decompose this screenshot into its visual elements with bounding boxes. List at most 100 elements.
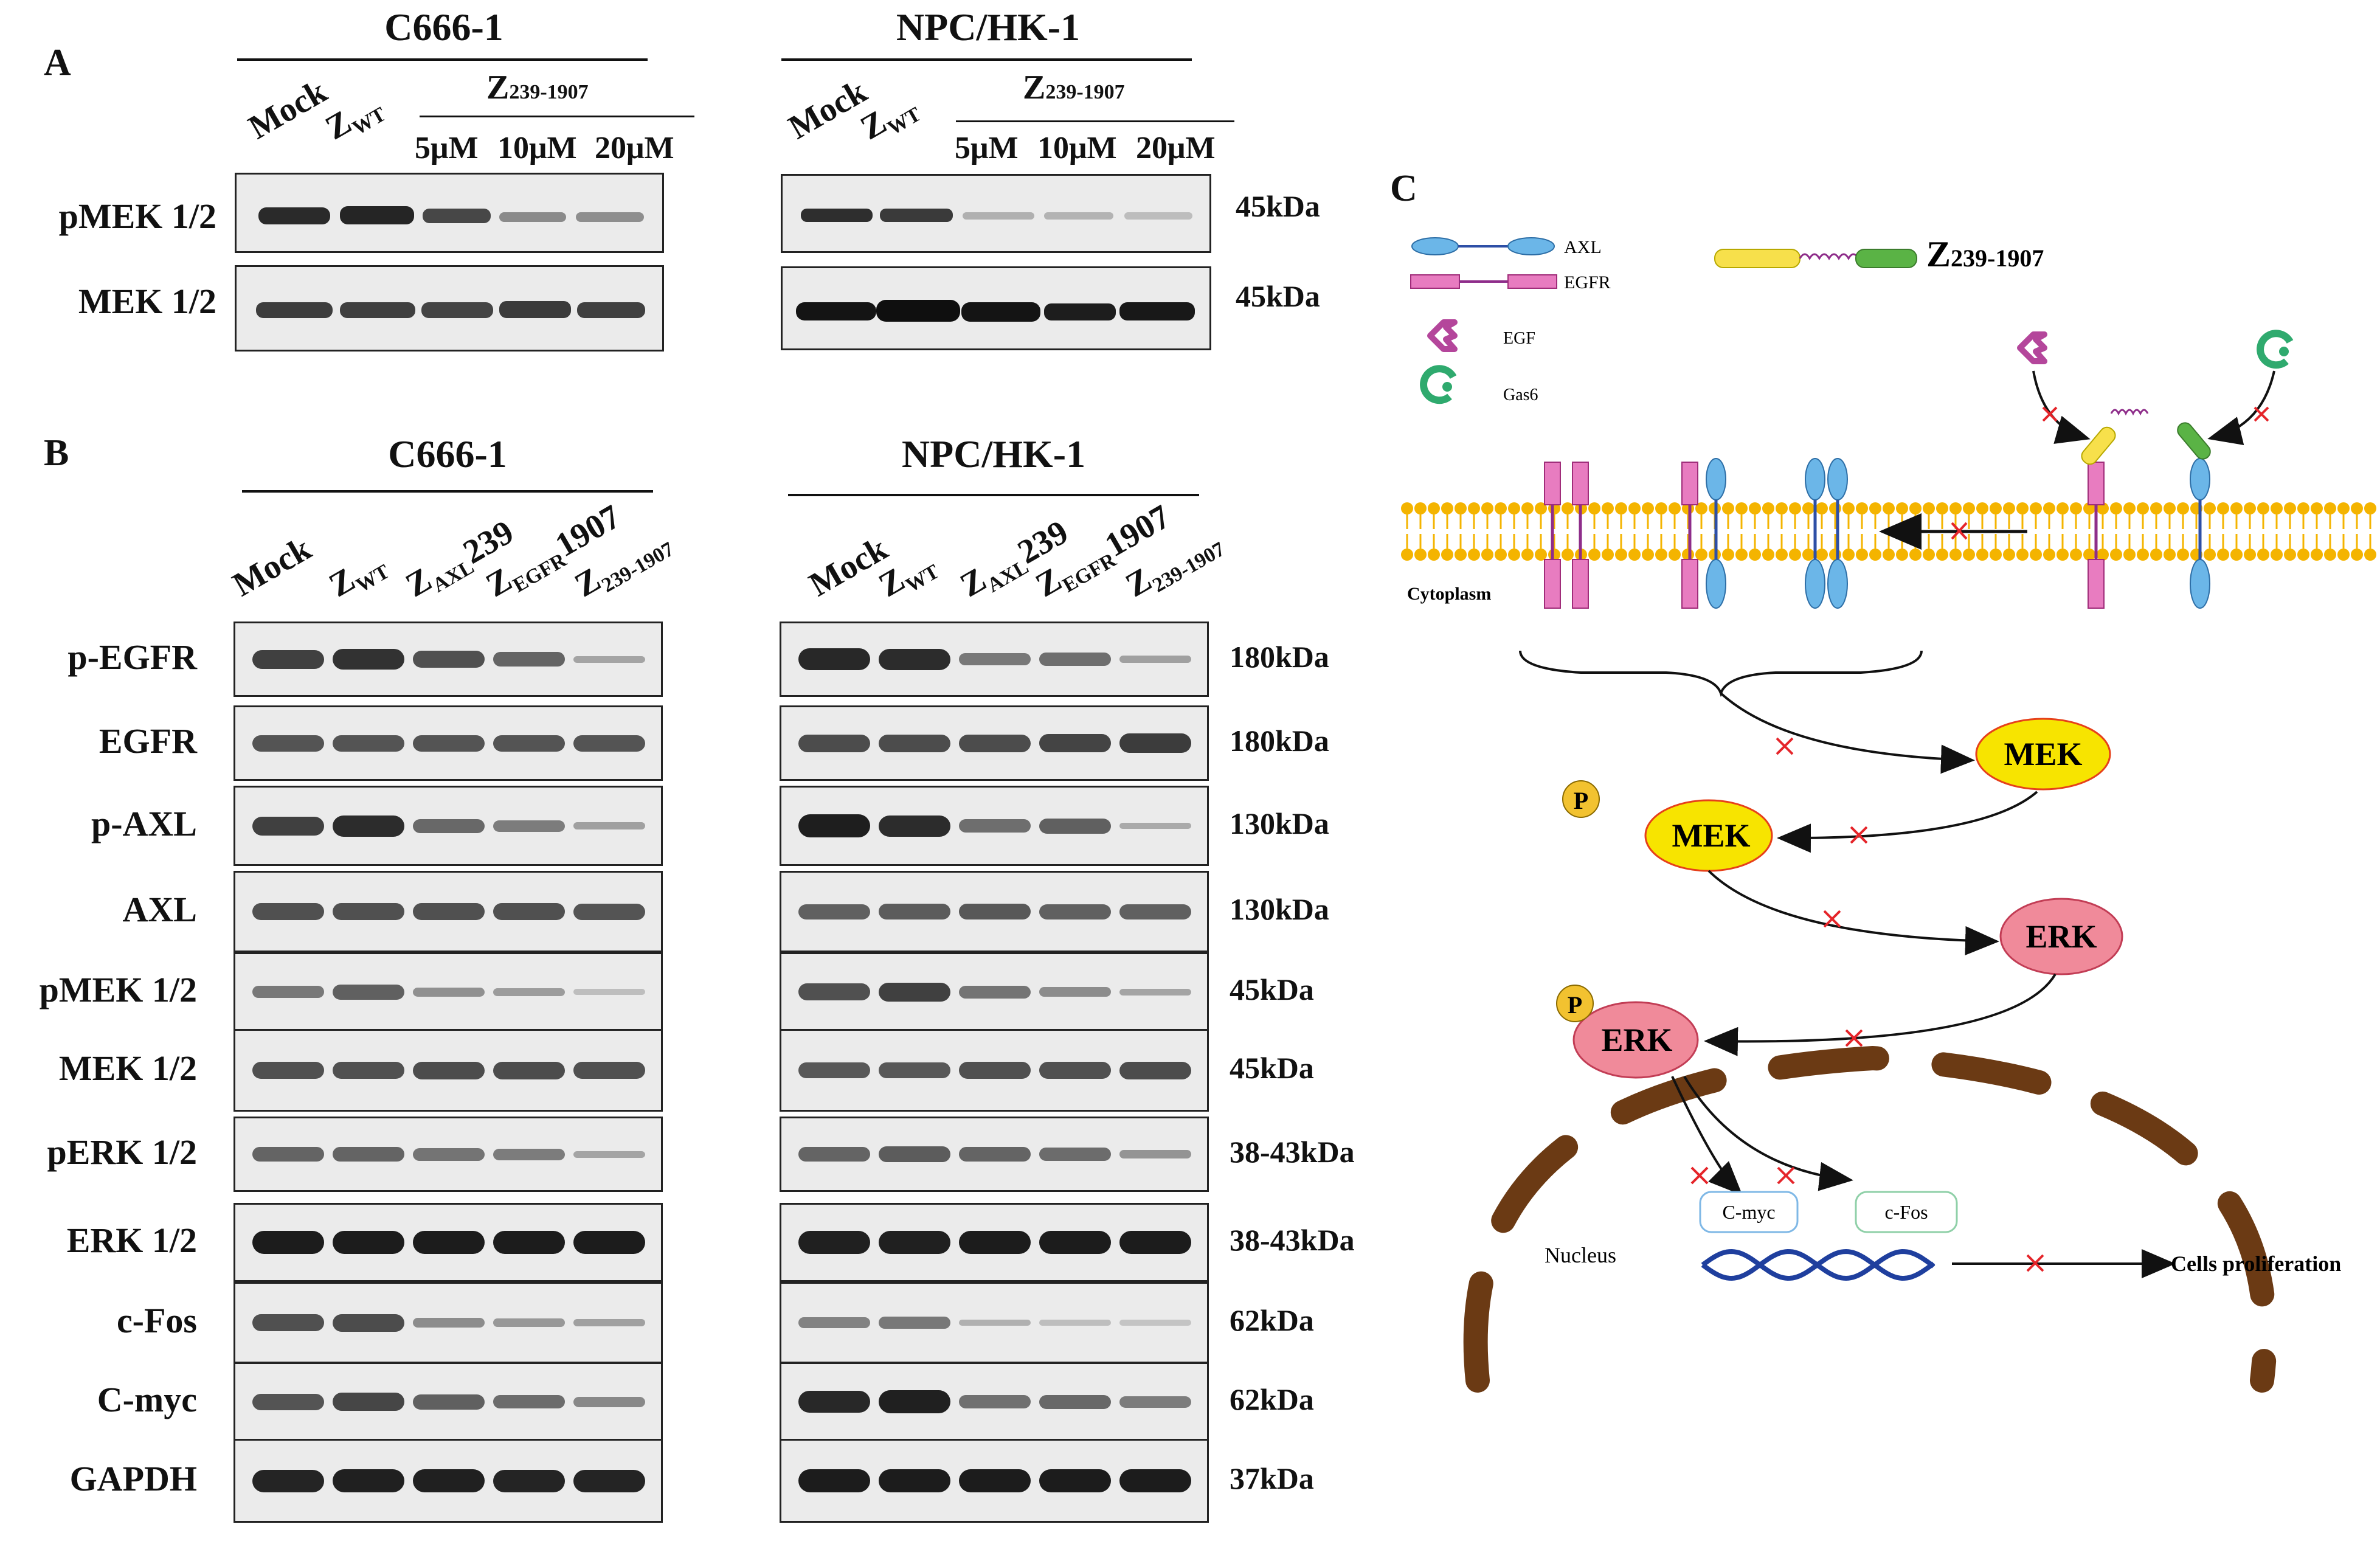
lipid-head <box>1896 549 1908 561</box>
panel-b-kda-label: 180kDa <box>1230 640 1329 674</box>
panel-b-row-label: pMEK 1/2 <box>39 970 197 1009</box>
blot-band <box>573 1397 645 1407</box>
panel-a-left-lane-zwt: ZWT <box>319 103 390 148</box>
gas6-arrow <box>2207 370 2275 445</box>
lipid-head <box>2284 549 2296 561</box>
lipid-head <box>1789 502 1801 514</box>
lipid-head <box>1963 549 1975 561</box>
lipid-head <box>1521 549 1534 561</box>
inhibit-x-cmyc <box>1690 1166 1709 1185</box>
blot-band <box>493 988 565 996</box>
cfos-label: c-Fos <box>1884 1201 1928 1223</box>
lipid-head <box>1588 502 1600 514</box>
lipid-head <box>1655 502 1667 514</box>
blot-band <box>493 1318 565 1327</box>
bands <box>798 733 1191 753</box>
panel-b-kda-label: 62kDa <box>1230 1382 1314 1416</box>
lipid-head <box>1628 549 1641 561</box>
blot-band <box>493 1231 565 1254</box>
blot-band <box>333 735 404 752</box>
inhibit-x-pmek <box>1850 826 1868 844</box>
lipid-head <box>1869 549 1881 561</box>
bands <box>796 300 1195 322</box>
panel-b-right-blot <box>780 1362 1209 1441</box>
panel-b-left-blot <box>234 1362 663 1441</box>
blot-band <box>573 735 645 752</box>
blot-band <box>333 1231 404 1254</box>
lipid-head <box>2230 502 2243 514</box>
blot-band <box>413 819 485 833</box>
lipid-head <box>1455 502 1467 514</box>
lipid-head <box>2351 549 2363 561</box>
legend-egfr-label: EGFR <box>1564 272 1611 293</box>
blot-band <box>1039 734 1111 752</box>
panel-a-left-lane-mock: Mock <box>242 72 334 147</box>
lipid-head <box>1856 549 1868 561</box>
blot-band <box>252 1147 324 1162</box>
blot-band <box>959 653 1031 665</box>
lipid-head <box>2123 502 2136 514</box>
egf-arrow <box>2032 370 2091 444</box>
blot-band <box>252 817 324 836</box>
legend-z-icon <box>1714 249 1917 268</box>
lipid-head <box>2351 502 2363 514</box>
blot-band <box>333 1469 404 1492</box>
panel-letter-b: B <box>44 432 69 474</box>
bands <box>252 1314 645 1332</box>
panel-b-row-label: pERK 1/2 <box>47 1132 197 1172</box>
lipid-head <box>1441 502 1453 514</box>
panel-a-left-conc-10: 10μM <box>497 131 577 165</box>
bands <box>798 1146 1191 1162</box>
panel-b-left-rule <box>242 490 653 493</box>
blot-band <box>959 1320 1031 1326</box>
blot-band <box>252 903 324 920</box>
bands <box>798 814 1191 837</box>
panel-a-kda-mek: 45kDa <box>1236 279 1320 313</box>
blot-band <box>493 1470 565 1492</box>
lipid-head <box>2083 549 2095 561</box>
bands <box>798 648 1191 670</box>
lipid-head <box>1829 549 1841 561</box>
blot-band <box>493 1062 565 1079</box>
lipid-head <box>1789 549 1801 561</box>
panel-b-row-label: p-EGFR <box>67 637 197 677</box>
lipid-head <box>1562 549 1574 561</box>
panel-letter-a: A <box>44 42 71 83</box>
panel-b-left-blot <box>234 1117 663 1192</box>
blot-band <box>413 651 485 668</box>
nucleus-envelope <box>1463 1045 2277 1393</box>
lipid-head <box>1842 549 1855 561</box>
panel-b-kda-label: 130kDa <box>1230 806 1329 840</box>
lipid-head <box>1749 502 1761 514</box>
panel-a-right-conc-20: 20μM <box>1136 131 1216 165</box>
lipid-head <box>1441 549 1453 561</box>
lipid-head <box>2257 502 2269 514</box>
legend-axl-label: AXL <box>1564 237 1602 257</box>
lipid-head <box>1615 549 1627 561</box>
lipid-head <box>2364 549 2376 561</box>
panel-b-row-label: C-myc <box>97 1380 197 1419</box>
pathway-diagram: AXL EGFR EGF Gas6 Z239-1907 <box>1401 234 2376 1393</box>
blot-band <box>1039 1148 1111 1161</box>
bands <box>798 1390 1191 1413</box>
panel-a-left-conc-20: 20μM <box>595 131 674 165</box>
panel-b-row-label: EGFR <box>99 721 197 761</box>
pmek-to-erk-arrow <box>1707 870 1999 955</box>
blot-band <box>333 816 404 837</box>
panel-b-left-blot <box>234 1439 663 1523</box>
lipid-head <box>2311 502 2323 514</box>
lipid-head <box>1909 502 1922 514</box>
lipid-head <box>2217 549 2229 561</box>
perk-to-cfos-arrow <box>1683 1075 1853 1191</box>
blot-band <box>1119 1231 1191 1254</box>
blot-band <box>1119 1396 1191 1408</box>
bands <box>252 1231 645 1254</box>
blot-band <box>413 1394 485 1410</box>
erk-label: ERK <box>2025 918 2097 955</box>
lipid-head <box>1468 549 1480 561</box>
lipid-head <box>2297 549 2309 561</box>
egf-ligand-icon <box>2017 331 2047 364</box>
panel-b-right-blot <box>780 952 1209 1031</box>
lipid-head <box>2164 549 2176 561</box>
legend-z-label: Z239-1907 <box>1926 234 2044 274</box>
